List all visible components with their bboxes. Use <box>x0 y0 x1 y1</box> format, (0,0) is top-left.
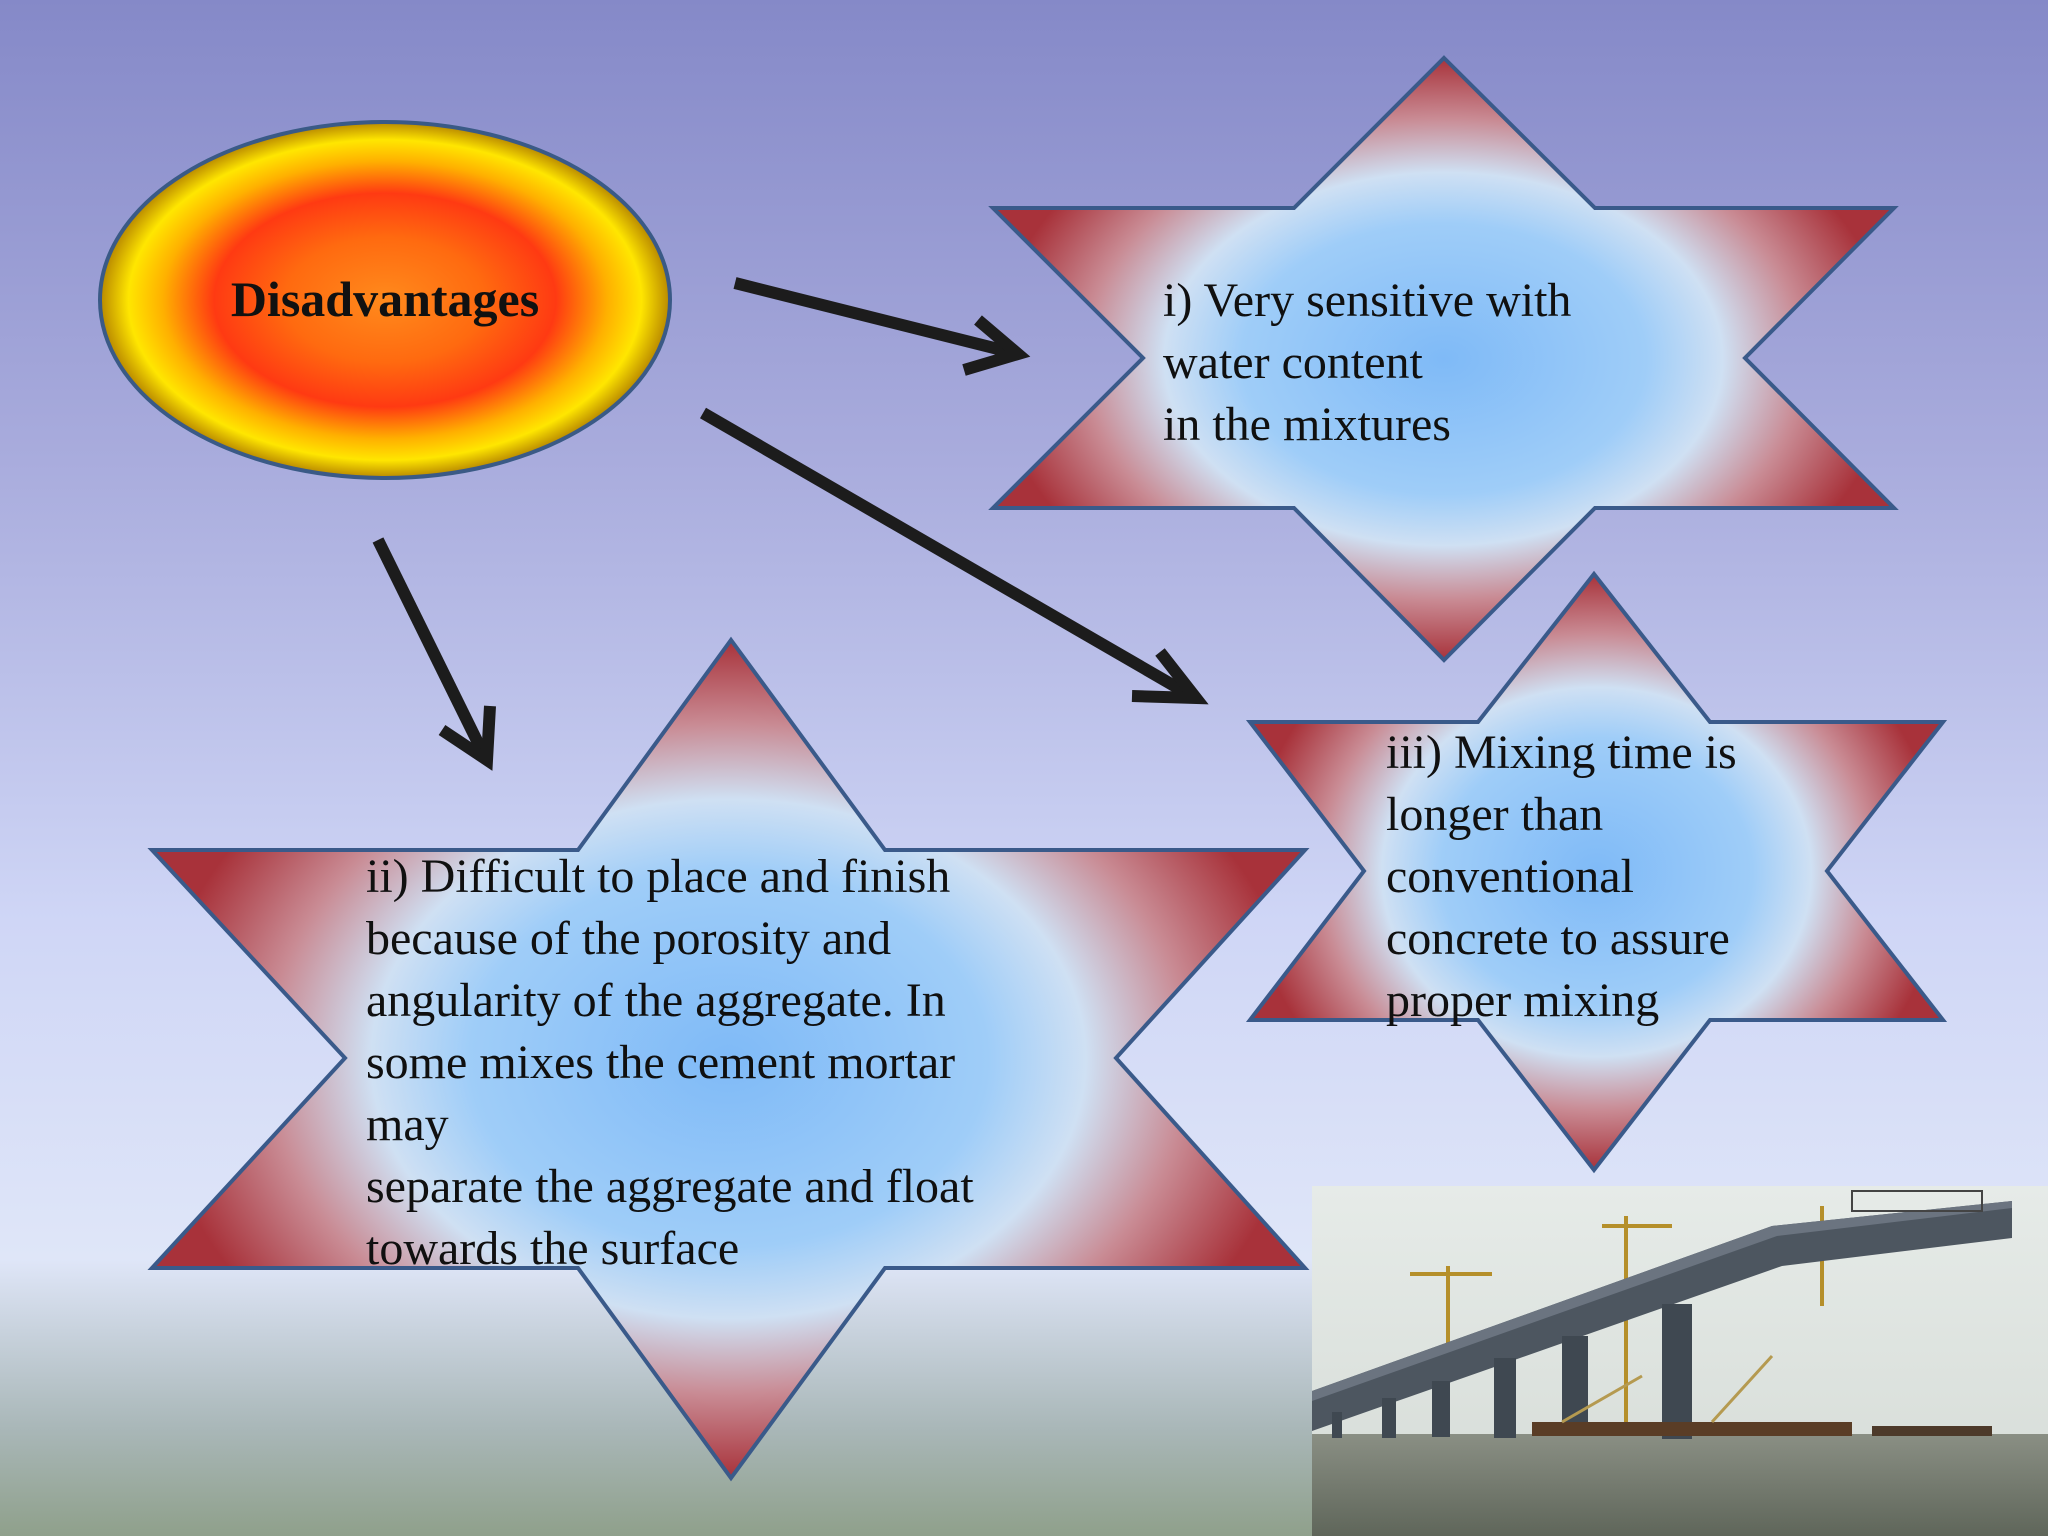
star-shape-1 <box>988 55 1899 663</box>
point-3-line: longer than <box>1386 788 1604 841</box>
point-3-line: iii) Mixing time is <box>1386 726 1737 779</box>
point-3-line: conventional <box>1386 850 1634 903</box>
point-2-line: angularity of the aggregate. In <box>366 974 946 1027</box>
arrow-to-point-1 <box>733 277 1031 376</box>
bridge-construction-photo <box>1312 1186 2048 1536</box>
point-2-line: ii) Difficult to place and finish <box>366 850 951 903</box>
point-2-line: because of the porosity and <box>366 912 892 965</box>
arrow-to-point-2 <box>372 537 496 771</box>
star-shape-3 <box>1245 570 1948 1174</box>
point-3-line: proper mixing <box>1386 974 1660 1027</box>
arrow-to-point-3 <box>699 407 1209 705</box>
point-2-line: separate the aggregate and float <box>366 1160 974 1213</box>
star-shape-2 <box>147 636 1310 1482</box>
point-1-line: water content <box>1163 336 1423 389</box>
point-2-line: towards the surface <box>366 1222 740 1275</box>
disadvantages-title: Disadvantages <box>230 271 540 327</box>
point-2-line: some mixes the cement mortar <box>366 1036 956 1089</box>
point-2-text: ii) Difficult to place and finish becaus… <box>366 846 974 1280</box>
point-3-line: concrete to assure <box>1386 912 1730 965</box>
disadvantages-oval <box>98 120 672 480</box>
point-1-text: i) Very sensitive with water content in … <box>1163 270 1571 456</box>
point-1-line: i) Very sensitive with <box>1163 274 1572 327</box>
point-2-line: may <box>366 1098 449 1151</box>
point-1-line: in the mixtures <box>1163 398 1451 451</box>
point-3-text: iii) Mixing time is longer than conventi… <box>1386 722 1737 1032</box>
